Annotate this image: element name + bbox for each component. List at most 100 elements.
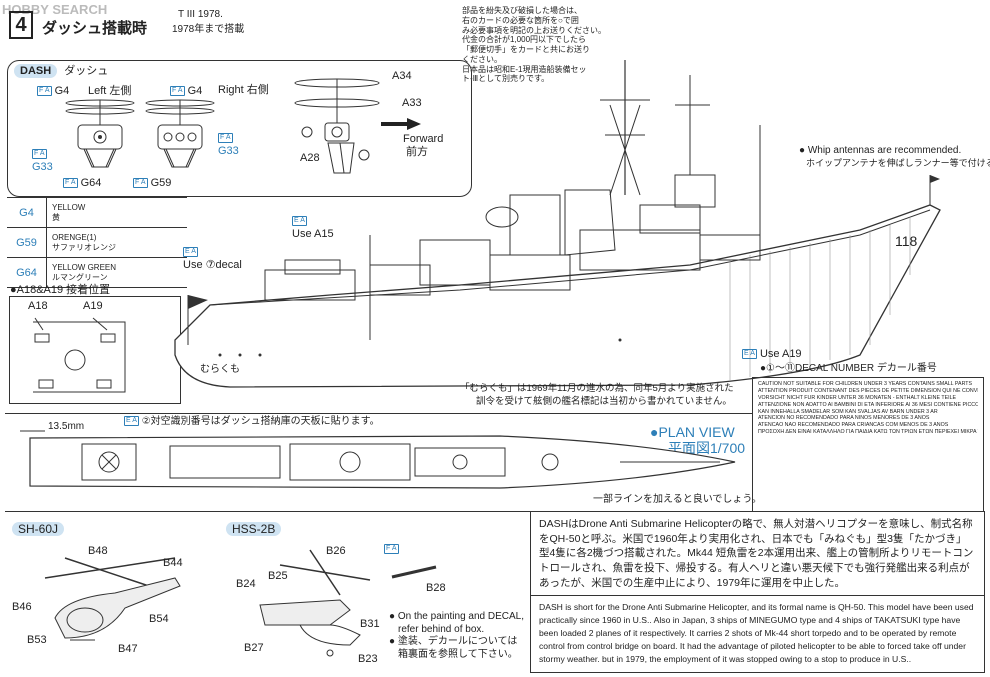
warning-line: ΠΡΟΣΟΧΗ ΔΕΝ ΕΙΝΑΙ ΚΑΤΑΛΛΗΛΟ ΓΙΑ ΠΑΙΔΙΑ Κ… (758, 429, 978, 436)
period-en: T III 1978. (178, 9, 223, 20)
helicopter-section-divider (5, 511, 530, 512)
step-title: ダッシュ搭載時 (42, 20, 148, 37)
description-ja: DASHはDrone Anti Submarine Helicopterの略で、… (539, 518, 974, 589)
period-ja: 1978年まで搭載 (172, 24, 245, 35)
color-code: G4 (7, 198, 47, 227)
instruction-line: ください。 (462, 54, 502, 64)
murakumo-note-1: 「むらくも」は1969年11月の進水の為、同年5月より実施された (460, 383, 734, 394)
a18-a19-deck-drawing (33, 317, 126, 393)
part-a33: A33 (402, 97, 422, 109)
watermark: HOBBY SEARCH (2, 2, 108, 17)
whip-antenna-note-en: ● Whip antennas are recommended. (799, 145, 962, 156)
dash-right-view-drawing (145, 99, 215, 168)
plan-view-title-en: ●PLAN VIEW (650, 424, 735, 440)
a18-a19-title: ●A18&A19 接着位置 (10, 284, 111, 296)
instruction-line: 「郵便切手」をカードと共にお送り (462, 45, 590, 54)
part-b23: B23 (358, 653, 378, 665)
part-b25: B25 (268, 570, 288, 582)
description-en: DASH is short for the Drone Anti Submari… (539, 602, 974, 664)
dash-title: DASH ダッシュ (14, 64, 109, 78)
part-g4-right: F A G4 (170, 85, 203, 97)
forward-arrow-icon (381, 118, 421, 130)
color-code: G59 (7, 228, 47, 257)
instruction-line: 日本品は昭和E-1現用造船装備セッ (462, 64, 587, 74)
use-a19-callout: E A Use A19 (742, 348, 802, 360)
plan-view-divider-top (5, 413, 753, 414)
dash-title-ja: ダッシュ (64, 65, 109, 77)
color-name-en: YELLOW GREEN (52, 262, 117, 272)
part-a19: A19 (83, 300, 103, 312)
part-a34: A34 (392, 70, 412, 82)
part-b53: B53 (27, 634, 47, 646)
warning-line: ATTENZIONE NON ADATTO AI BAMBINI DI ETA … (758, 401, 978, 408)
instruction-line: 部品を紛失及び破損した場合は、 (462, 6, 582, 15)
instruction-line: ト-Ⅲとして別売りです。 (462, 74, 550, 84)
left-side-label: Left 左側 (88, 85, 132, 97)
instruction-line: み必要事項を明記の上お送りください。 (462, 25, 606, 35)
sh60j-title: SH-60J (12, 522, 65, 537)
dash-assembly-box (7, 60, 472, 197)
instruction-line: 右のカードの必要な箇所を○で囲 (462, 15, 579, 25)
forward-label-en: Forward (403, 133, 444, 145)
parts-order-instructions: 部品を紛失及び破損した場合は、 右のカードの必要な箇所を○で囲 み必要事項を明記… (462, 6, 612, 84)
part-b47: B47 (118, 643, 138, 655)
color-name-ja: 黄 (52, 212, 60, 222)
color-name-ja: サファリオレンジ (52, 242, 116, 252)
part-g59: F A G59 (133, 177, 172, 189)
instruction-line: 代金の合計が1,000円以下でしたら (462, 35, 587, 45)
color-name-en: YELLOW (52, 202, 86, 212)
description-divider (531, 595, 984, 597)
rotor-blade-drawing (391, 565, 437, 579)
color-code: G64 (7, 258, 47, 287)
part-a28: A28 (300, 152, 320, 164)
warning-line: ATENCION NO RECOMENDADO PARA NINOS MENOR… (758, 415, 930, 422)
part-b27: B27 (244, 642, 264, 654)
hss2b-title: HSS-2B (226, 522, 282, 537)
part-g4-left: F A G4 (37, 85, 70, 97)
murakumo-note-2: 訓令を受けて舷側の艦名標記は当初から書かれていません。 (476, 396, 732, 407)
part-b46: B46 (12, 601, 32, 613)
paint-note-ja-2: 箱裏面を参照して下さい。 (398, 648, 518, 660)
paint-note-en-2: refer behind of box. (398, 623, 485, 635)
right-side-label: Right 右側 (218, 84, 269, 96)
dash-title-en: DASH (14, 64, 58, 78)
warning-line: ATTENTION PRODUIT CONTENANT DES PIECES D… (758, 387, 978, 394)
paint-note: ● On the painting and DECAL, refer behin… (389, 611, 524, 661)
paint-note-en-1: ● On the painting and DECAL, (389, 611, 525, 622)
hull-name-label: むらくも (200, 364, 240, 375)
warning-line: CAUTION NOT SUITABLE FOR CHILDREN UNDER … (758, 381, 973, 387)
part-b31: B31 (360, 618, 380, 630)
dash-description-box: DASHはDrone Anti Submarine Helicopterの略で、… (530, 511, 985, 673)
part-b24: B24 (236, 578, 256, 590)
part-b44: B44 (163, 557, 183, 569)
safety-warnings-box: CAUTION NOT SUITABLE FOR CHILDREN UNDER … (752, 377, 984, 512)
part-b54: B54 (149, 613, 169, 625)
hss2b-drawing (259, 549, 371, 657)
whip-antenna-note-ja: ホイップアンテナを伸ばしランナー等で付けると良い (806, 158, 990, 168)
warning-line: KAN INNEHALLA SMADELAR SOM KAN SVALJAS A… (758, 408, 938, 415)
sh60j-drawing (44, 557, 181, 641)
part-g64: F A G64 (63, 177, 102, 189)
dash-exploded-drawing (294, 78, 380, 174)
plan-view-dimension: 13.5mm (48, 421, 85, 432)
dash-left-view-drawing (65, 99, 135, 168)
plan-view-drawing (20, 430, 736, 489)
plan-view-decal-note: E A ②対空識別番号はダッシュ搭納庫の天板に貼ります。 (124, 416, 380, 427)
plan-view-title-ja: 平面図1/700 (668, 440, 746, 456)
forward-label-ja: 前方 (406, 146, 428, 158)
warning-line: VORSICHT NICHT FUR KINDER UNTER 36 MONAT… (758, 394, 957, 401)
part-a18: A18 (28, 300, 48, 312)
warning-line: ATENCAO NAO RECOMENDADO PARA CRIANCAS CO… (758, 422, 949, 429)
paint-note-ja-1: ● 塗装、デカールについては (389, 636, 518, 647)
part-tag-fa: F A (384, 544, 399, 555)
part-b48: B48 (88, 545, 108, 557)
part-b28: B28 (426, 582, 446, 594)
hull-number-label: 118 (895, 233, 918, 249)
decal-number-note: ●①～⑪DECAL NUMBER デカール番号 (760, 363, 937, 374)
